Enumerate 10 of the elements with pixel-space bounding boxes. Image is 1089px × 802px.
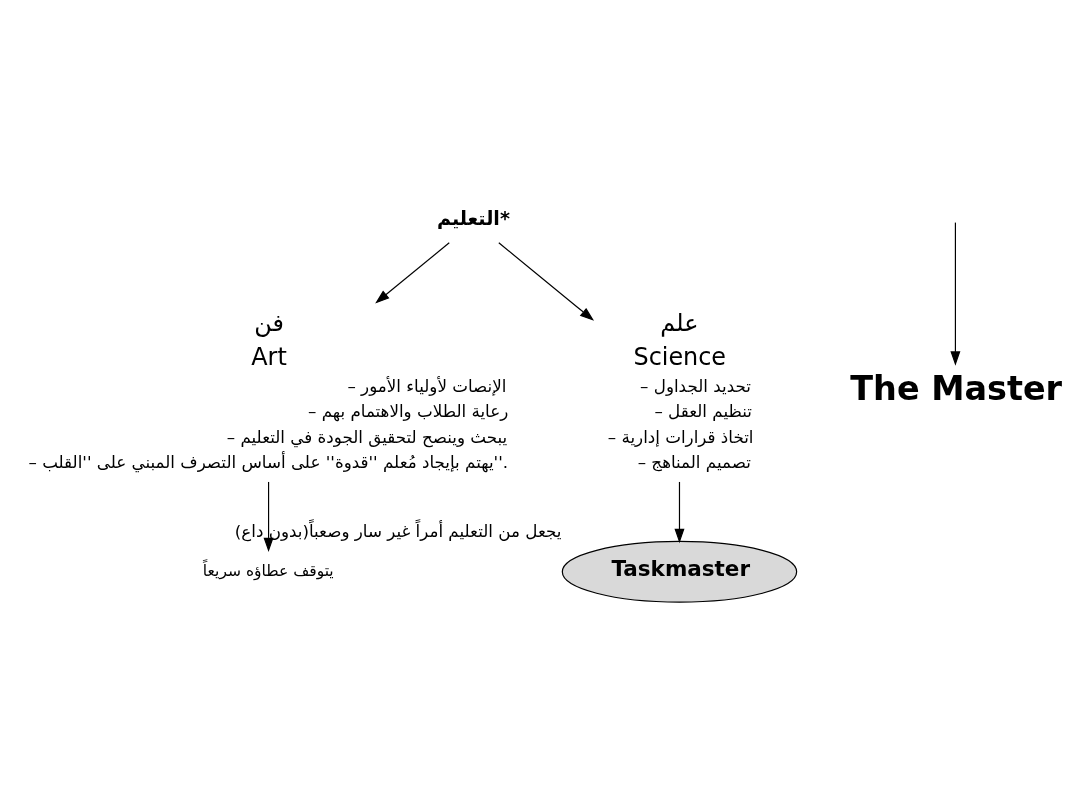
arrow (498, 242, 595, 321)
node-label: يجعل من التعليم أمراً غير سار وصعباً(بدون داع) (234, 520, 562, 541)
node-ellipse: Taskmaster (561, 540, 798, 603)
arrow (375, 242, 450, 304)
node-text: يتوقف عطاؤه سريعاً (202, 561, 334, 580)
arrow (263, 481, 274, 553)
node-text: التعليم* (436, 206, 510, 230)
arrow (950, 222, 961, 366)
node-text: The Master (850, 368, 1063, 408)
arrow (674, 481, 685, 544)
